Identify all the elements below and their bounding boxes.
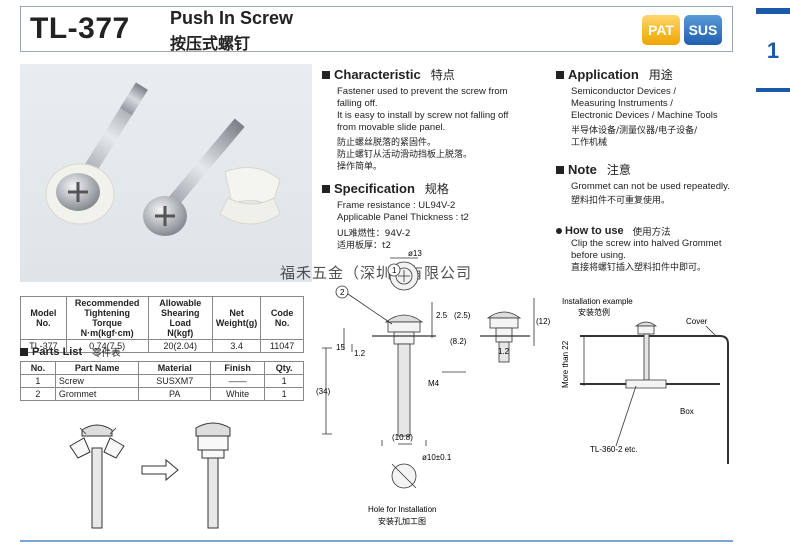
table-row: 1 Screw SUSXM7 —— 1 [20, 374, 304, 388]
install-tl360-label: TL-360-2 etc. [590, 445, 638, 454]
install-cover-label: Cover [686, 317, 708, 326]
callout-2: 2 [340, 288, 345, 297]
dim-10-8: (10.8) [392, 433, 413, 442]
parts-header-cell: Qty. [264, 361, 304, 375]
parts-cell: White [209, 387, 266, 401]
model-number: TL-377 [30, 12, 130, 45]
spec-cell: TL-377 [20, 339, 67, 353]
dim-34: (34) [316, 387, 331, 396]
header-frame [20, 6, 733, 52]
technical-drawing: ø13 1 2 2.5 (2.5) (12) 15 1.2 (8.2) (34)… [316, 249, 551, 526]
how-to-use-text-cn: 直接将螺钉插入塑料扣件中即可。 [571, 263, 707, 273]
parts-cell: 1 [264, 374, 304, 388]
parts-table: No. Part Name Material Finish Qty. 1 Scr… [20, 361, 304, 401]
bottom-rule [20, 540, 733, 542]
parts-cell: 1 [20, 374, 56, 388]
dim-15: 15 [336, 343, 345, 352]
parts-cell: 2 [20, 387, 56, 401]
hole-label-cn: 安装孔加工图 [378, 516, 426, 526]
how-to-use-heading: How to use 使用方法 [556, 224, 671, 238]
sus-badge: SUS [684, 15, 722, 45]
spec-header-cell: Code No. [260, 296, 304, 340]
parts-header-cell: No. [20, 361, 56, 375]
hole-label-en: Hole for Installation [368, 505, 436, 514]
callout-1: 1 [392, 266, 397, 275]
assembly-illustration [69, 422, 231, 529]
specification-text-cn: UL难燃性：94V-2 适用板厚：t2 [337, 229, 411, 251]
watermark: 福禾五金（深圳）有限公司 [280, 264, 473, 282]
table-row: TL-377 0.74(7.5) 20(2.04) 3.4 11047 [20, 339, 304, 353]
parts-cell: Grommet [54, 387, 140, 401]
characteristic-text-cn: 防止螺丝脱落的紧固件。 防止螺钉从活动滑动挡板上脱落。 操作简单。 [337, 138, 473, 172]
spec-cell: 11047 [260, 339, 304, 353]
spec-cell: 3.4 [211, 339, 262, 353]
install-box-label: Box [680, 407, 694, 416]
parts-header-cell: Finish [209, 361, 266, 375]
dim-2-5: 2.5 [436, 311, 448, 320]
install-title-en: Installation example [562, 297, 633, 306]
product-photo-illustration [45, 82, 281, 236]
table-row: 2 Grommet PA White 1 [20, 387, 304, 401]
parts-cell: SUSXM7 [138, 374, 211, 388]
page-tab-number: 1 [766, 38, 780, 63]
installation-example: Installation example 安装范例 Cover Box TL-3… [561, 297, 729, 464]
product-title-en: Push In Screw [170, 8, 294, 28]
product-title-cn: 按压式螺钉 [170, 34, 251, 53]
parts-header-cell: Part Name [54, 361, 140, 375]
parts-cell: 1 [264, 387, 304, 401]
parts-table-header: No. Part Name Material Finish Qty. [20, 361, 304, 375]
page-tab: 1 [756, 8, 790, 92]
dim-2-5-ref: (2.5) [454, 311, 471, 320]
install-title-cn: 安装范例 [578, 307, 610, 317]
spec-header-cell: Model No. [20, 296, 67, 340]
dim-12: (12) [536, 317, 551, 326]
dim-m4: M4 [428, 379, 440, 388]
dim-8-2: (8.2) [450, 337, 467, 346]
spec-cell: 20(2.04) [147, 339, 213, 353]
dim-1-2: 1.2 [354, 349, 366, 358]
parts-cell: Screw [54, 374, 140, 388]
pat-badge: PAT [642, 15, 680, 45]
how-to-use-text: Clip the screw into halved Grommet befor… [571, 238, 722, 261]
parts-header-cell: Material [138, 361, 211, 375]
dim-hole: ø10±0.1 [422, 453, 452, 462]
dim-1-2-side: 1.2 [498, 347, 510, 356]
characteristic-text: Fastener used to prevent the screw from … [337, 86, 509, 133]
application-text-cn: 半导体设备/测量仪器/电子设备/ 工作机械 [571, 126, 698, 148]
application-text: Semiconductor Devices / Measuring Instru… [571, 86, 718, 121]
parts-cell: PA [138, 387, 211, 401]
note-text: Grommet can not be used repeatedly. [571, 181, 730, 192]
specification-text: Frame resistance : UL94V-2 Applicable Pa… [337, 200, 469, 223]
parts-cell: —— [209, 374, 266, 388]
product-photo [20, 64, 312, 282]
note-text-cn: 塑料扣件不可重复使用。 [571, 196, 671, 206]
dim-dia13: ø13 [408, 249, 422, 258]
install-more-than: More than 22 [561, 340, 570, 388]
